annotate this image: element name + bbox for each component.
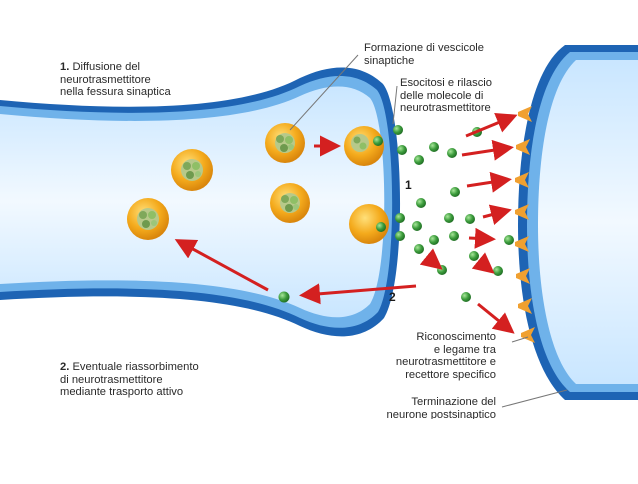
molecule bbox=[278, 291, 290, 303]
presynaptic-terminal bbox=[0, 67, 401, 337]
vesicle bbox=[127, 198, 169, 240]
postsynaptic-label: Terminazione del neurone postsinaptico bbox=[386, 396, 496, 419]
arrow bbox=[174, 239, 269, 292]
molecule bbox=[393, 125, 403, 135]
receptor bbox=[515, 236, 529, 252]
arrow bbox=[466, 171, 512, 193]
molecule bbox=[447, 148, 457, 158]
arrow bbox=[471, 252, 495, 274]
vesicles bbox=[127, 123, 389, 244]
marker-2: 2 bbox=[389, 290, 396, 304]
arrow bbox=[468, 227, 496, 249]
molecule bbox=[397, 145, 407, 155]
molecule bbox=[461, 292, 471, 302]
molecule bbox=[395, 213, 405, 223]
molecule bbox=[412, 221, 422, 231]
marker-1: 1 bbox=[405, 178, 412, 192]
molecule bbox=[469, 251, 479, 261]
exocytosis-label: Esocitosi e rilascio delle molecole di n… bbox=[400, 77, 493, 115]
molecule bbox=[414, 155, 424, 165]
molecule bbox=[504, 235, 514, 245]
molecule bbox=[429, 142, 439, 152]
step2-label: 2. Eventuale riassorbimento di neurotras… bbox=[60, 361, 199, 399]
arrow bbox=[482, 204, 512, 225]
arrow bbox=[465, 113, 518, 138]
vesicle-fusing bbox=[344, 126, 384, 166]
molecule bbox=[373, 136, 383, 146]
receptor bbox=[516, 268, 530, 284]
arrow bbox=[299, 283, 417, 305]
vesicle bbox=[171, 149, 213, 191]
leader-lines bbox=[289, 54, 568, 408]
molecule bbox=[450, 187, 460, 197]
flow-arrows bbox=[174, 113, 518, 334]
molecule bbox=[414, 244, 424, 254]
step2-text: Eventuale riassorbimento di neurotrasmet… bbox=[60, 361, 199, 399]
arrow bbox=[419, 248, 443, 270]
receptor bbox=[515, 172, 529, 188]
step1-text: Diffusione del neurotrasmettitore nella … bbox=[60, 61, 171, 99]
vesicle-fusing bbox=[349, 204, 389, 244]
receptors bbox=[515, 106, 535, 343]
receptor bbox=[518, 298, 532, 314]
recognition-label: Riconoscimento e legame tra neurotrasmet… bbox=[395, 331, 496, 381]
molecule bbox=[465, 214, 475, 224]
molecule bbox=[416, 198, 426, 208]
vesicle-formation-label: Formazione di vescicole sinaptiche bbox=[364, 42, 485, 67]
receptor bbox=[521, 327, 535, 343]
vesicle bbox=[265, 123, 305, 163]
molecule bbox=[376, 222, 386, 232]
vesicle bbox=[270, 183, 310, 223]
receptor bbox=[516, 139, 530, 155]
molecule bbox=[449, 231, 459, 241]
molecule bbox=[493, 266, 503, 276]
molecule bbox=[395, 231, 405, 241]
step1-number: 1. bbox=[60, 61, 70, 73]
receptor bbox=[518, 106, 532, 122]
molecule bbox=[429, 235, 439, 245]
molecule bbox=[444, 213, 454, 223]
molecule bbox=[437, 265, 447, 275]
neurotransmitter-molecules bbox=[278, 125, 514, 303]
step1-label: 1. Diffusione del neurotrasmettitore nel… bbox=[60, 61, 171, 99]
postsynaptic-terminal bbox=[518, 45, 638, 400]
arrow bbox=[461, 139, 514, 161]
step2-number: 2. bbox=[60, 361, 70, 373]
arrow bbox=[477, 302, 515, 334]
receptor bbox=[515, 204, 529, 220]
